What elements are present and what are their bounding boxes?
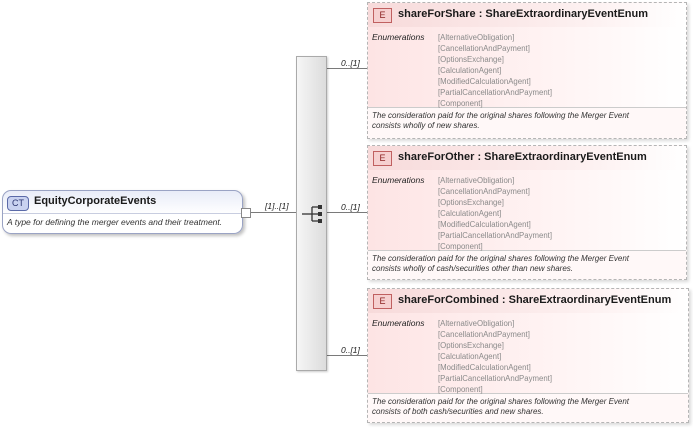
connector-ct-to-sequence: [250, 212, 296, 213]
element-header: E shareForOther : ShareExtraordinaryEven…: [368, 146, 686, 171]
complex-type-badge: CT: [7, 196, 29, 211]
element-header: E shareForShare : ShareExtraordinaryEven…: [368, 3, 686, 28]
element-documentation: The consideration paid for the original …: [372, 111, 629, 131]
element-3-cardinality: 0..[1]: [341, 345, 360, 355]
enumeration-item: [PartialCancellationAndPayment]: [438, 88, 552, 97]
documentation-line: consists wholly of cash/securities other…: [372, 264, 573, 273]
element-box-share-for-share[interactable]: E shareForShare : ShareExtraordinaryEven…: [367, 2, 687, 139]
connector-sequence-to-element-2: [325, 212, 367, 213]
enumeration-item: [AlternativeObligation]: [438, 319, 515, 328]
enumerations-section: Enumerations [AlternativeObligation] [Ca…: [368, 170, 686, 251]
element-header: E shareForCombined : ShareExtraordinaryE…: [368, 289, 688, 314]
element-documentation: The consideration paid for the original …: [372, 254, 629, 274]
documentation-line: consists wholly of new shares.: [372, 121, 480, 130]
enumeration-item: [ModifiedCalculationAgent]: [438, 220, 531, 229]
documentation-line: consists of both cash/securities and new…: [372, 407, 544, 416]
enumerations-section: Enumerations [AlternativeObligation] [Ca…: [368, 27, 686, 108]
enumeration-item: [CalculationAgent]: [438, 209, 502, 218]
connector-sequence-to-element-3: [325, 355, 367, 356]
enumeration-item: [ModifiedCalculationAgent]: [438, 363, 531, 372]
enumeration-item: [OptionsExchange]: [438, 198, 504, 207]
documentation-line: The consideration paid for the original …: [372, 397, 630, 406]
connector-sequence-to-element-1: [325, 68, 367, 69]
enumeration-item: [AlternativeObligation]: [438, 176, 515, 185]
complex-type-header: CT EquityCorporateEvents: [3, 191, 242, 214]
complex-type-documentation: A type for defining the merger events an…: [7, 217, 223, 227]
enumeration-item: [Component]: [438, 99, 483, 108]
enumeration-item: [CancellationAndPayment]: [438, 330, 530, 339]
enumerations-label: Enumerations: [372, 318, 425, 328]
element-2-cardinality: 0..[1]: [341, 202, 360, 212]
enumerations-label: Enumerations: [372, 175, 425, 185]
element-badge: E: [373, 151, 392, 166]
enumeration-item: [ModifiedCalculationAgent]: [438, 77, 531, 86]
element-box-share-for-combined[interactable]: E shareForCombined : ShareExtraordinaryE…: [367, 288, 689, 423]
enumerations-label: Enumerations: [372, 32, 425, 42]
complex-type-box[interactable]: CT EquityCorporateEvents A type for defi…: [2, 190, 243, 234]
element-documentation: The consideration paid for the original …: [372, 397, 629, 417]
enumeration-item: [Component]: [438, 385, 483, 394]
element-title: shareForShare : ShareExtraordinaryEventE…: [398, 8, 649, 20]
enumeration-item: [CancellationAndPayment]: [438, 187, 530, 196]
enumeration-list: [AlternativeObligation] [CancellationAnd…: [438, 318, 552, 395]
element-title: shareForOther : ShareExtraordinaryEventE…: [398, 151, 647, 163]
enumeration-item: [CancellationAndPayment]: [438, 44, 530, 53]
enumeration-item: [PartialCancellationAndPayment]: [438, 231, 552, 240]
enumeration-item: [AlternativeObligation]: [438, 33, 515, 42]
element-1-cardinality: 0..[1]: [341, 58, 360, 68]
element-title: shareForCombined : ShareExtraordinaryEve…: [398, 294, 672, 306]
enumeration-item: [CalculationAgent]: [438, 66, 502, 75]
enumeration-list: [AlternativeObligation] [CancellationAnd…: [438, 175, 552, 252]
complex-type-name: EquityCorporateEvents: [34, 195, 157, 207]
documentation-line: The consideration paid for the original …: [372, 254, 630, 263]
sequence-compositor[interactable]: [296, 56, 327, 371]
element-badge: E: [373, 294, 392, 309]
sequence-cardinality: [1]..[1]: [265, 201, 289, 211]
enumeration-item: [OptionsExchange]: [438, 341, 504, 350]
enumeration-item: [Component]: [438, 242, 483, 251]
documentation-line: The consideration paid for the original …: [372, 111, 630, 120]
enumeration-item: [OptionsExchange]: [438, 55, 504, 64]
sequence-icon: [302, 205, 322, 223]
enumeration-list: [AlternativeObligation] [CancellationAnd…: [438, 32, 552, 109]
element-badge: E: [373, 8, 392, 23]
enumeration-item: [CalculationAgent]: [438, 352, 502, 361]
enumerations-section: Enumerations [AlternativeObligation] [Ca…: [368, 313, 688, 394]
expand-collapse-toggle[interactable]: [241, 208, 251, 218]
element-box-share-for-other[interactable]: E shareForOther : ShareExtraordinaryEven…: [367, 145, 687, 280]
enumeration-item: [PartialCancellationAndPayment]: [438, 374, 552, 383]
